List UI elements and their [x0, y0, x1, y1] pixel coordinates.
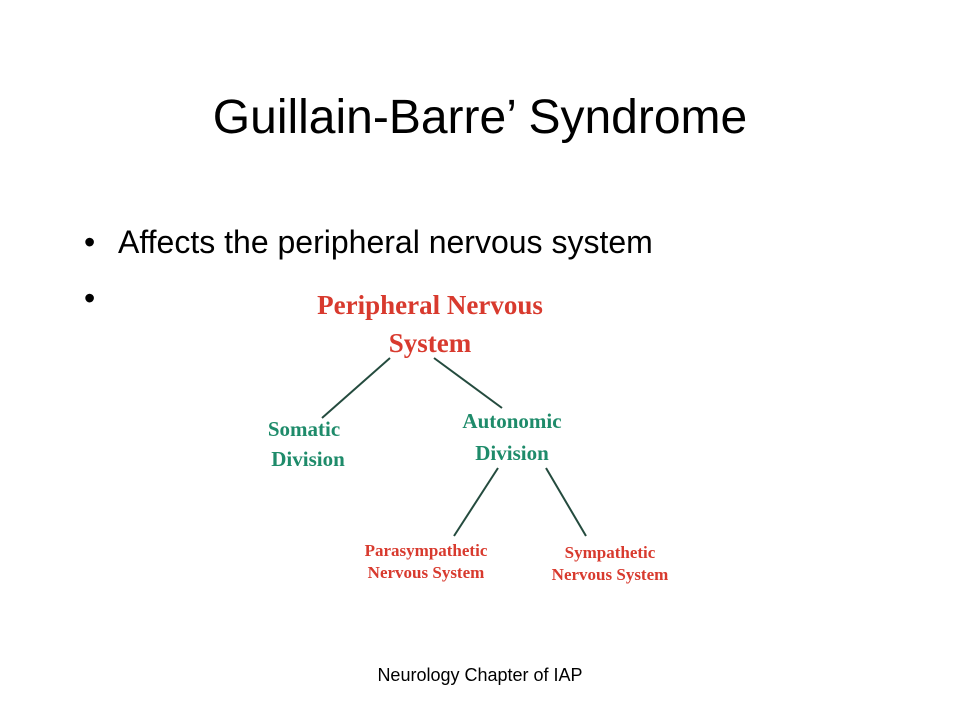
autonomic-node: Autonomic Division: [462, 409, 561, 465]
root-label-line1: Peripheral Nervous: [317, 290, 543, 320]
parasympathetic-node: Parasympathetic Nervous System: [365, 541, 488, 582]
connector-autonomic-sympathetic: [545, 467, 587, 537]
parasympathetic-label-line2: Nervous System: [368, 563, 485, 582]
connector-autonomic-parasympathetic: [453, 467, 499, 537]
sympathetic-label-line2: Nervous System: [552, 565, 669, 584]
root-label-line2: System: [389, 328, 472, 358]
root-node: Peripheral Nervous System: [317, 290, 543, 358]
connector-root-somatic: [321, 357, 391, 419]
slide-footer: Neurology Chapter of IAP: [377, 665, 583, 685]
sympathetic-node: Sympathetic Nervous System: [552, 543, 669, 584]
bullet-list: • Affects the peripheral nervous system …: [84, 214, 653, 316]
autonomic-label-line1: Autonomic: [462, 409, 561, 433]
parasympathetic-label-line1: Parasympathetic: [365, 541, 488, 560]
somatic-node: Somatic Division: [268, 417, 345, 471]
slide-title: Guillain-Barre’ Syndrome: [212, 91, 748, 144]
autonomic-label-line2: Division: [475, 441, 549, 465]
sympathetic-label-line1: Sympathetic: [565, 543, 656, 562]
bullet-dot-icon: •: [84, 280, 96, 316]
somatic-label-line2: Division: [271, 447, 345, 471]
bullet-text: Affects the peripheral nervous system: [118, 224, 653, 260]
connector-root-autonomic: [433, 357, 503, 409]
somatic-label-line1: Somatic: [268, 417, 340, 441]
bullet-dot-icon: •: [84, 224, 96, 260]
nervous-system-diagram: Peripheral Nervous System Somatic Divisi…: [268, 290, 669, 584]
bullet-item: • Affects the peripheral nervous system: [84, 214, 653, 270]
